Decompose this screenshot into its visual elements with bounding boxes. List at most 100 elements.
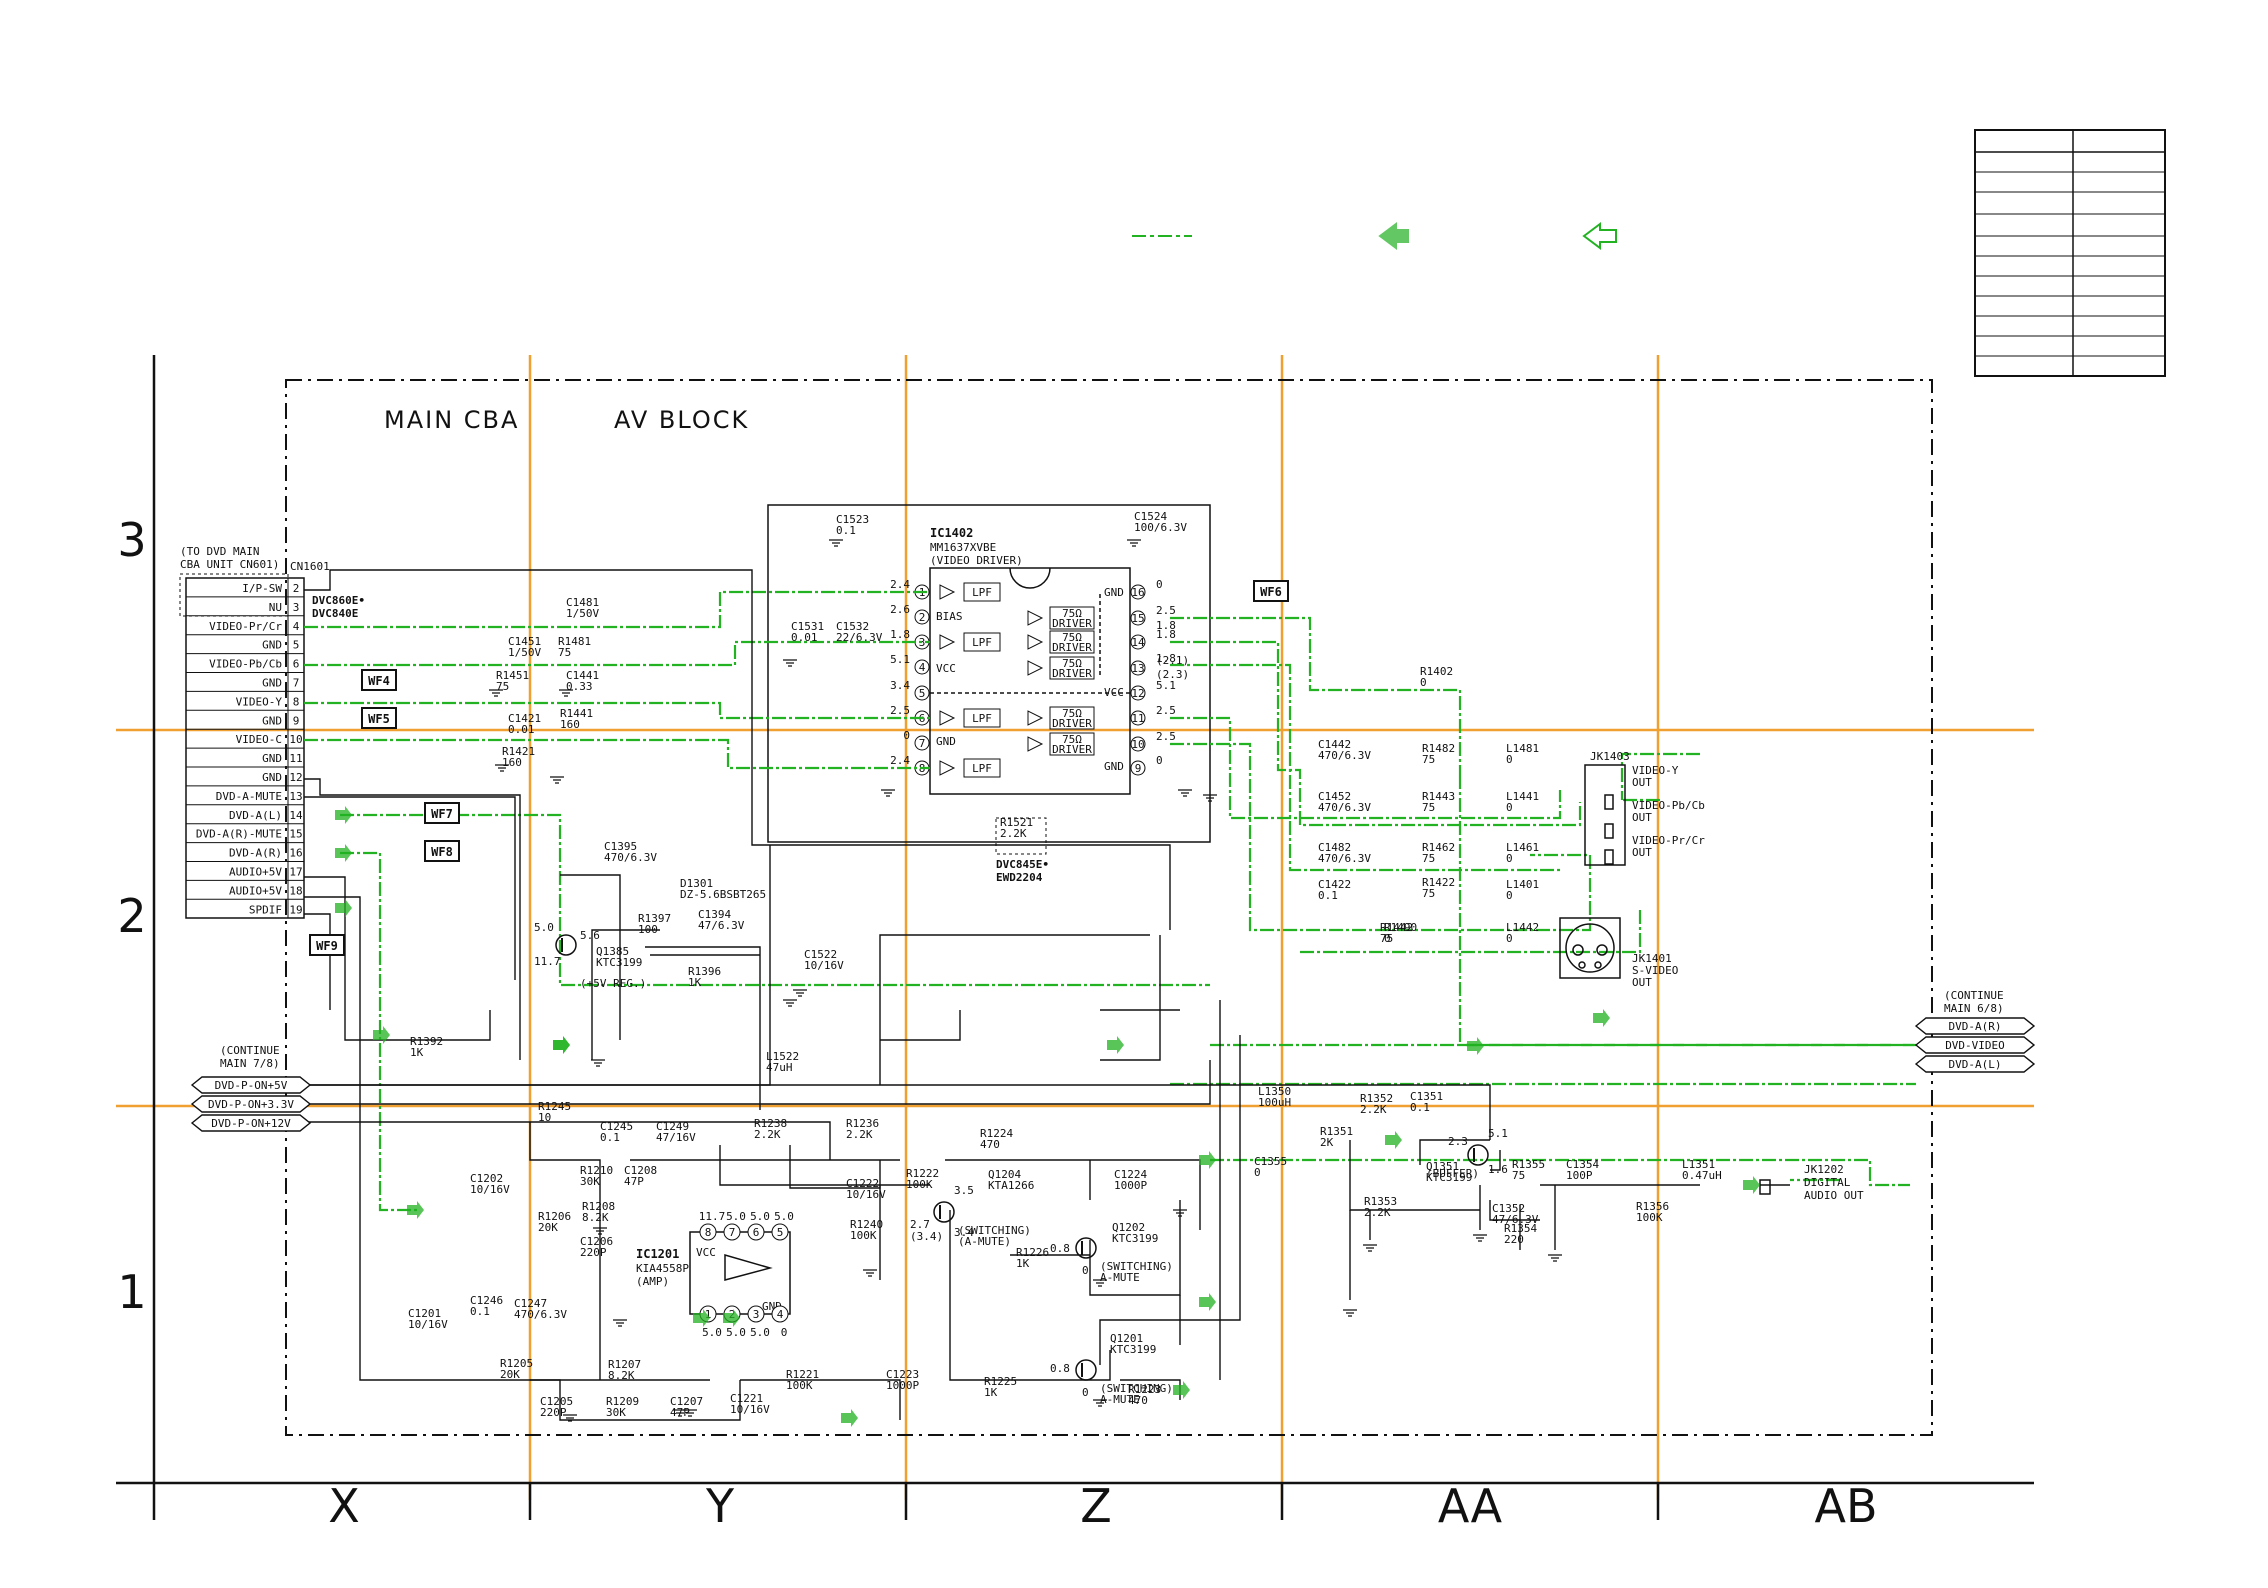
component-ref: R1490 bbox=[1384, 921, 1417, 934]
component-value: 10/16V bbox=[804, 959, 844, 972]
component-value: 8.2K bbox=[608, 1369, 635, 1382]
connector-pin-label: DVD-A(L) bbox=[229, 809, 282, 822]
component-value: 22/6.3V bbox=[836, 631, 883, 644]
component-ref: Q1385 bbox=[596, 945, 629, 958]
component-ref: C1245 bbox=[600, 1120, 633, 1133]
transistor-voltage: 2.7 bbox=[910, 1218, 930, 1231]
buffer-symbol bbox=[1027, 634, 1044, 650]
component-ref: R1392 bbox=[410, 1035, 443, 1048]
transistor-note: (A-MUTE) bbox=[958, 1235, 1011, 1248]
jack-output-label: OUT bbox=[1632, 776, 1652, 789]
component-value: 8.2K bbox=[582, 1211, 609, 1224]
ground-symbol bbox=[591, 1059, 605, 1067]
component-value: 0.01 bbox=[508, 723, 535, 736]
ic1402-ref: IC1402 bbox=[930, 526, 973, 540]
component-value: 75 bbox=[1422, 887, 1435, 900]
component-value: 100K bbox=[786, 1379, 813, 1392]
column-label: AA bbox=[1438, 1479, 1503, 1533]
continue-left: (CONTINUE MAIN 7/8) DVD-P-ON+5VDVD-P-ON+… bbox=[190, 1044, 312, 1132]
row-labels: 3 2 1 bbox=[117, 513, 146, 1319]
component-ref: C1205 bbox=[540, 1395, 573, 1408]
component-ref: R1356 bbox=[1636, 1200, 1669, 1213]
ground-symbol bbox=[1473, 1234, 1487, 1242]
component-ref: Q1201 bbox=[1110, 1332, 1143, 1345]
connector-pin-label: AUDIO+5V bbox=[229, 884, 282, 897]
pin-voltage: 5.1 bbox=[890, 653, 910, 666]
ic-pin bbox=[1130, 736, 1146, 752]
component-ref: C1247 bbox=[514, 1297, 547, 1310]
ground-symbol bbox=[495, 764, 509, 772]
component-ref: C1395 bbox=[604, 840, 637, 853]
connector-pin-label: GND bbox=[262, 771, 282, 784]
jack-output-label: VIDEO-Pb/Cb bbox=[1632, 799, 1705, 812]
variant-label: DVC840E bbox=[312, 607, 358, 620]
continue-signal bbox=[190, 1095, 312, 1113]
component-value: 10/16V bbox=[408, 1318, 448, 1331]
component-value: 1K bbox=[410, 1046, 424, 1059]
component-ref: R1240 bbox=[850, 1218, 883, 1231]
waveform-box bbox=[309, 934, 345, 956]
column-labels: X Y Z AA AB bbox=[328, 1479, 1877, 1533]
component-value: 75 bbox=[1512, 1169, 1525, 1182]
component-ref: R1442 bbox=[1380, 921, 1413, 934]
ic-pin-number: 11 bbox=[1131, 712, 1144, 725]
ic-pin-number: 9 bbox=[1135, 762, 1142, 775]
connector-ref: CN1601 bbox=[290, 560, 330, 573]
component-value: 47P bbox=[624, 1175, 644, 1188]
driver-label: DRIVER bbox=[1052, 641, 1092, 654]
waveform-box bbox=[424, 840, 460, 862]
signal-arrow bbox=[1467, 1037, 1484, 1055]
transistor-voltage: 1.6 bbox=[1488, 1163, 1508, 1176]
component-ref: R1443 bbox=[1422, 790, 1455, 803]
component-value: 20K bbox=[538, 1221, 558, 1234]
component-ref: R1481 bbox=[558, 635, 591, 648]
jack-jk1401 bbox=[1559, 917, 1621, 979]
component-ref: C1522 bbox=[804, 948, 837, 961]
transistor-voltage: 11.7 bbox=[534, 955, 561, 968]
component-value: 75 bbox=[1422, 753, 1435, 766]
ic-pin-number: 14 bbox=[1131, 636, 1145, 649]
driver-ohm: 75Ω bbox=[1062, 607, 1082, 620]
connector-pin-number: 16 bbox=[289, 847, 302, 860]
jack-label: DIGITAL bbox=[1804, 1176, 1851, 1189]
component-value: 10/16V bbox=[846, 1188, 886, 1201]
component-value: KTC3199 bbox=[1112, 1232, 1158, 1245]
ground-symbol bbox=[1178, 789, 1192, 797]
pin-voltage: 2.4 bbox=[890, 754, 910, 767]
signal-arrow bbox=[723, 1309, 740, 1327]
ic-pin-number: 7 bbox=[729, 1226, 736, 1239]
signal-arrow bbox=[335, 844, 352, 862]
pin-voltage: 3.4 bbox=[890, 679, 910, 692]
component-value: 0 bbox=[1506, 753, 1513, 766]
component-ref: R1206 bbox=[538, 1210, 571, 1223]
component-value: DZ-5.6BSBT265 bbox=[680, 888, 766, 901]
waveform-box bbox=[424, 802, 460, 824]
pin-voltage: 1.8 bbox=[1156, 628, 1176, 641]
signal-arrow bbox=[1199, 1293, 1216, 1311]
connector-pin-label: SPDIF bbox=[249, 903, 282, 916]
component-ref: L1461 bbox=[1506, 841, 1539, 854]
connector-pin-number: 17 bbox=[289, 866, 302, 879]
connector-pin-label: I/P-SW bbox=[242, 582, 282, 595]
ic-pin-number: 10 bbox=[1131, 738, 1144, 751]
continue-signal bbox=[1914, 1017, 2036, 1035]
component-value: 100K bbox=[850, 1229, 877, 1242]
board-title: MAIN CBA bbox=[384, 406, 519, 434]
component-ref: Q1204 bbox=[988, 1168, 1021, 1181]
component-ref: C1422 bbox=[1318, 878, 1351, 891]
component-ref: L1401 bbox=[1506, 878, 1539, 891]
